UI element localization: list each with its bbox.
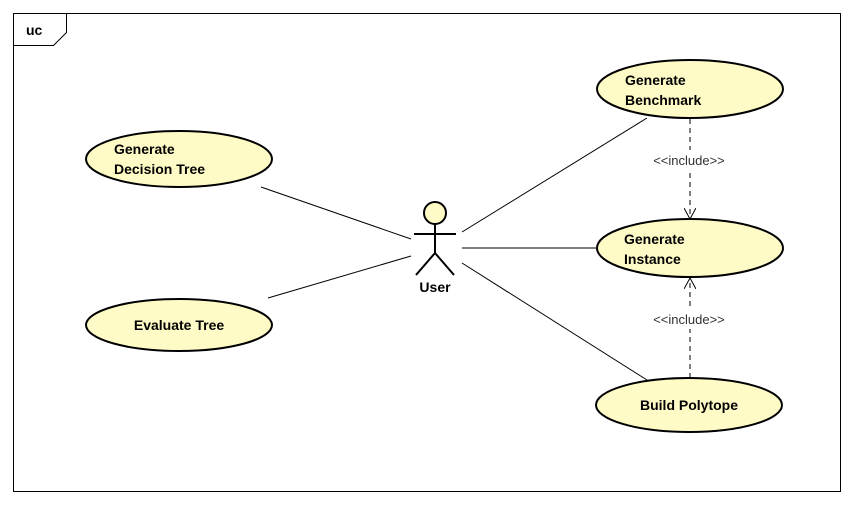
associations [260, 117, 648, 381]
use-case-generate-decision-tree[interactable]: Generate Decision Tree [85, 130, 273, 188]
use-case-label-line: Generate [114, 141, 175, 157]
use-case-label-line: Generate [624, 231, 685, 247]
stick-figure-actor-icon [414, 201, 456, 276]
association-benchmark [461, 117, 648, 233]
svg-text:Generate Instance: Generate Instance [624, 231, 689, 267]
association-polytope [461, 262, 648, 381]
actor-user[interactable]: User [414, 201, 456, 295]
svg-text:Build Polytope: Build Polytope [640, 397, 738, 413]
association-evaluate-tree [267, 255, 412, 299]
association-decision-tree [260, 186, 412, 240]
svg-text:Generate Benchmark: Generate Benchmark [625, 72, 701, 108]
use-case-label-line: Decision Tree [114, 161, 205, 177]
include-label-bottom: <<include>> [653, 312, 725, 327]
use-case-label-line: Generate [625, 72, 686, 88]
actor-label: User [419, 279, 451, 295]
use-case-label-line: Evaluate Tree [134, 317, 224, 333]
use-case-label-line: Build Polytope [640, 397, 738, 413]
frame-tab [13, 13, 67, 46]
svg-text:Generate Decision Tree: Generate Decision Tree [114, 141, 205, 177]
include-label-top: <<include>> [653, 153, 725, 168]
include-relationships: <<include>> <<include>> [642, 119, 736, 378]
use-case-build-polytope[interactable]: Build Polytope [595, 377, 783, 433]
svg-text:Evaluate Tree: Evaluate Tree [134, 317, 224, 333]
use-case-label-line: Instance [624, 251, 681, 267]
use-case-evaluate-tree[interactable]: Evaluate Tree [85, 298, 273, 352]
use-case-generate-benchmark[interactable]: Generate Benchmark [596, 59, 784, 119]
use-case-label-line: Benchmark [625, 92, 701, 108]
use-case-generate-instance[interactable]: Generate Instance [596, 218, 784, 278]
frame-label: uc [26, 22, 43, 38]
